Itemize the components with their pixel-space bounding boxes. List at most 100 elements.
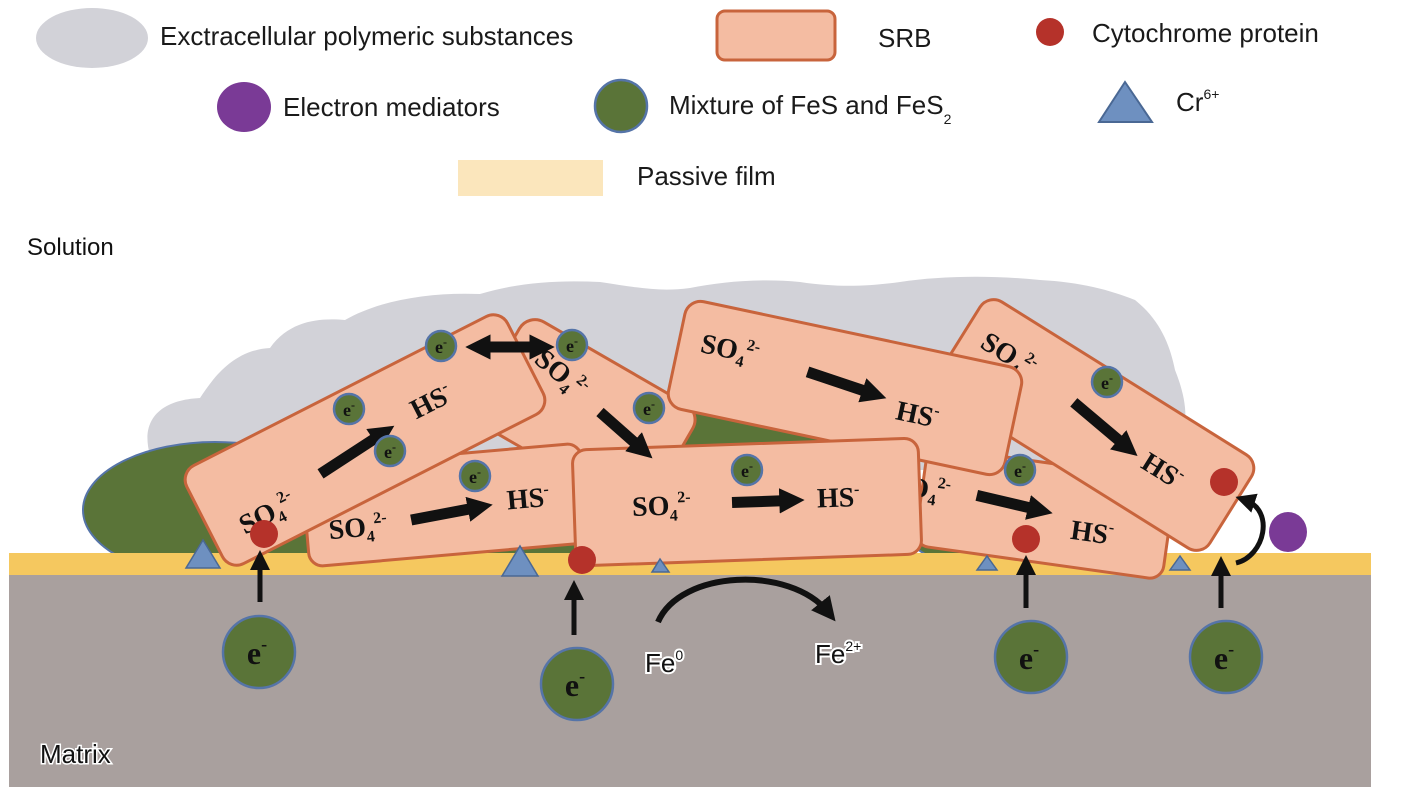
fe0-label: Fe0	[645, 647, 683, 678]
sulfate-sup: 2-	[677, 489, 691, 506]
srb-cell: SO42- HS-	[666, 299, 1024, 477]
srb-swatch	[715, 9, 837, 62]
electron-label: e-	[469, 465, 481, 487]
cytochrome-dot	[250, 520, 278, 548]
chromium-triangle	[650, 557, 671, 573]
reaction-arrow	[805, 366, 887, 403]
cytochrome-dot	[1012, 525, 1040, 553]
electron-charge: -	[1109, 371, 1113, 385]
legend-fes: Mixture of FeS and FeS2	[593, 78, 952, 134]
iron-oxidation: Fe0 Fe2+	[643, 576, 863, 680]
fe2-label: Fe2+	[815, 638, 861, 669]
srb-cell: SO42- HS-	[571, 436, 923, 568]
fe2-text: Fe	[815, 639, 845, 669]
electron-charge: -	[261, 634, 267, 654]
reaction-arrow	[317, 425, 395, 479]
electron-symbol: e	[565, 667, 579, 703]
reaction-arrow	[975, 489, 1053, 520]
electron-symbol: e	[741, 461, 749, 481]
sulfate-sup: 2-	[937, 475, 953, 494]
matrix-label: Matrix	[40, 739, 111, 769]
electron-symbol: e	[384, 442, 392, 462]
electron-symbol: e	[643, 399, 651, 419]
metal-matrix	[9, 575, 1371, 787]
electron-symbol: e	[343, 400, 351, 420]
cell-sulfide: HS-	[505, 481, 550, 517]
electron-charge: -	[477, 465, 481, 479]
sulfate-sub: 4	[734, 353, 745, 371]
reaction-arrow	[410, 496, 493, 526]
legend-srb-label: SRB	[878, 23, 931, 53]
electron-charge: -	[574, 334, 578, 348]
small-electrons: e- e- e- e- e- e- e- e- e-	[332, 328, 1124, 493]
chromium-triangle	[975, 554, 999, 571]
electron-label: e-	[384, 440, 396, 462]
small-electron: e-	[1003, 453, 1037, 487]
sulfate-label: SO	[698, 328, 741, 366]
electron-symbol: e	[1014, 461, 1022, 481]
electron-symbol: e	[435, 337, 443, 357]
electron-label: e-	[566, 334, 578, 356]
sulfate-sup: 2-	[745, 337, 762, 356]
iron-oxidation-arrow	[655, 576, 836, 624]
electron-charge: -	[351, 398, 355, 412]
cell-sulfate: SO42-	[632, 489, 692, 526]
sulfide-label: HS	[893, 396, 936, 434]
electron-charge: -	[1022, 459, 1026, 473]
chromium-triangle	[1168, 554, 1192, 571]
legend-chromium: Cr6+	[1097, 80, 1219, 123]
electron-mediator	[1269, 512, 1307, 552]
electron-symbol: e	[1101, 373, 1109, 393]
legend-fes-label: Mixture of FeS and FeS2	[669, 90, 952, 127]
small-electron: e-	[424, 329, 458, 363]
legend-eps: Exctracellular polymeric substances	[36, 8, 573, 68]
matrix-electrons: e- e- e- e-	[221, 550, 1264, 722]
small-electron: e-	[1090, 365, 1124, 399]
fe2-sup: 2+	[845, 638, 861, 654]
legend-chromium-sup: 6+	[1203, 86, 1219, 102]
sulfide-sup: -	[1108, 519, 1116, 537]
fe0-text: Fe	[645, 648, 675, 678]
legend-eps-label: Exctracellular polymeric substances	[160, 21, 573, 51]
electron-symbol: e	[247, 635, 261, 671]
electron-label: e-	[247, 634, 267, 671]
small-electron: e-	[332, 392, 366, 426]
srb-cells: SO42- HS- SO42- HS- O42- HS- SO42- HS-	[183, 298, 1256, 580]
sulfide-sup: -	[933, 402, 942, 420]
sulfate-sub: 4	[926, 492, 936, 510]
electron-charge: -	[749, 459, 753, 473]
mediator-curved-arrow	[1235, 493, 1266, 566]
cytochrome-dot	[568, 546, 596, 574]
sulfide-sup: -	[854, 481, 860, 498]
reaction-arrow	[596, 407, 653, 459]
electron-symbol: e	[1019, 640, 1033, 676]
legend-passive-film-label: Passive film	[637, 161, 776, 191]
passive-film-swatch	[458, 160, 603, 196]
small-electron: e-	[458, 459, 492, 493]
cell-sulfide: HS-	[816, 481, 860, 514]
fes-swatch	[593, 78, 649, 134]
electron-label: e-	[343, 398, 355, 420]
sulfide-label: HS	[506, 482, 546, 516]
cytochrome-dot	[1210, 468, 1238, 496]
electron-symbol: e	[566, 336, 574, 356]
electron-label: e-	[741, 459, 753, 481]
cell-sulfate: SO42-	[697, 327, 762, 373]
electron-charge: -	[651, 397, 655, 411]
electron-label: e-	[435, 335, 447, 357]
legend-chromium-text: Cr	[1176, 87, 1204, 117]
electron-label: e-	[1014, 459, 1026, 481]
electron-charge: -	[443, 335, 447, 349]
large-electron: e-	[993, 619, 1069, 695]
small-electron: e-	[632, 391, 666, 425]
small-electron: e-	[555, 328, 589, 362]
sulfate-sup: 2-	[373, 509, 388, 527]
sulfate-sub: 4	[670, 507, 679, 524]
cytochrome-proteins	[250, 468, 1238, 574]
cell-sulfide: HS-	[1069, 514, 1116, 552]
chromium-ions	[184, 538, 1192, 577]
sulfate-label: SO	[632, 491, 670, 523]
solution-label: Solution	[27, 234, 114, 261]
reaction-arrow	[1070, 398, 1138, 457]
